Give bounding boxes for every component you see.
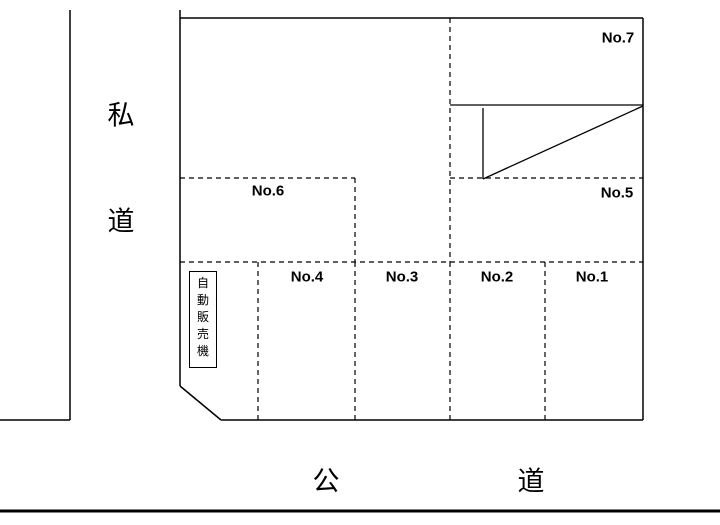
private-road-label-char-1: 私 [107,100,135,131]
vending-machine-label: 自動販売機 [196,276,209,358]
parcel-corner-cut [179,385,222,421]
space-label-no2: No.2 [480,268,514,286]
space-label-no7: No.7 [601,29,635,47]
vending-machine-box: 自動販売機 [189,271,217,368]
wedge-diagonal-line [482,105,644,180]
space-label-no4: No.4 [290,268,324,286]
public-road-label-char-2: 道 [517,466,545,497]
space-label-no6: No.6 [251,182,285,200]
space-label-no3: No.3 [385,268,419,286]
private-road-label-char-2: 道 [107,206,135,237]
public-road-label-char-1: 公 [312,466,340,497]
space-label-no1: No.1 [575,268,609,286]
space-label-no5: No.5 [600,184,634,202]
